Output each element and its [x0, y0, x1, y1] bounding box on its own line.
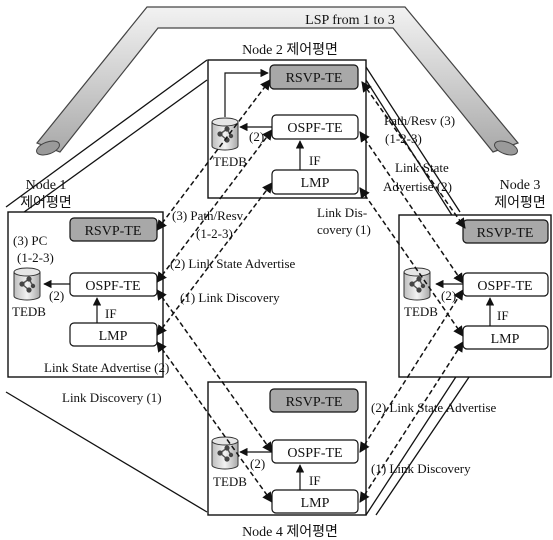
node-1-ospf-te-label: OSPF-TE [85, 279, 140, 294]
node-2: RSVP-TE OSPF-TE LMP TEDB (2) IF [207, 59, 367, 199]
node-4-ospf-te-label: OSPF-TE [287, 446, 342, 461]
node-1-if-label: IF [105, 306, 117, 321]
node-3-title-line1: Node 3 [500, 178, 541, 193]
lsp-pipe [36, 6, 520, 156]
node-1-pc-line1: (3) PC [13, 233, 47, 248]
node-1-rsvp-te-label: RSVP-TE [85, 224, 142, 239]
node-2-if-label: IF [309, 153, 321, 168]
label-lsa-mid: (2) Link State Advertise [170, 256, 296, 271]
label-path-resv-mid-1: (3) Path/Resv [172, 208, 244, 223]
node-2-tedb-icon [211, 117, 239, 151]
node-4-tedb-label: TEDB [213, 474, 247, 489]
node-4-rsvp-te-label: RSVP-TE [286, 395, 343, 410]
node-4-lmp-label: LMP [301, 496, 330, 511]
label-ld-mid: (1) Link Discovery [180, 290, 280, 305]
node-1-pc-line2: (1-2-3) [17, 250, 54, 265]
node-3-ospf-te-label: OSPF-TE [477, 279, 532, 294]
node-4-if-label: IF [309, 473, 321, 488]
lsp-label: LSP from 1 to 3 [305, 13, 395, 28]
annotations: Path/Resv (3) (1-2-3) Link State Adverti… [44, 113, 497, 476]
node-2-ospf-te-label: OSPF-TE [287, 121, 342, 136]
node-2-title: Node 2 제어평면 [242, 42, 338, 58]
node-1-lmp-label: LMP [99, 329, 128, 344]
node-1-tedb-label: TEDB [12, 304, 46, 319]
label-lsa-top-1: Link State [395, 160, 449, 175]
node-3-lmp-label: LMP [491, 332, 520, 347]
label-lsa-top-2: Advertise (2) [383, 179, 452, 194]
node-2-tedb-label: TEDB [213, 154, 247, 169]
node-3-step-2: (2) [441, 288, 456, 303]
node-2-rsvp-te-label: RSVP-TE [286, 71, 343, 86]
label-ld-top-2: covery (1) [317, 222, 371, 237]
node-4: RSVP-TE OSPF-TE LMP TEDB (2) IF [207, 381, 367, 516]
label-path-resv-mid-2: (1-2-3) [196, 226, 233, 241]
node-2-step-2: (2) [249, 129, 264, 144]
node-3-title-line2: 제어평면 [494, 195, 546, 211]
node-4-title: Node 4 제어평면 [242, 524, 338, 540]
signal-arrows [156, 79, 466, 503]
node-1: RSVP-TE OSPF-TE LMP TEDB (2) (3) PC (1-2… [7, 211, 164, 378]
node-4-step-2: (2) [250, 456, 265, 471]
node-2-rsvp-te[interactable] [269, 64, 359, 90]
node-2-lmp-label: LMP [301, 176, 330, 191]
label-ld-top-1: Link Dis- [317, 205, 367, 220]
label-ld-right: (1) Link Discovery [371, 461, 471, 476]
node-3-tedb-label: TEDB [404, 304, 438, 319]
node-3: RSVP-TE OSPF-TE LMP TEDB (2) IF [398, 214, 552, 378]
label-ld-left: Link Discovery (1) [62, 390, 162, 405]
node-1-tedb-icon [13, 267, 41, 301]
label-lsa-right: (2) Link State Advertise [371, 400, 497, 415]
node-4-tedb-icon [211, 436, 239, 470]
label-path-resv-top-1: Path/Resv (3) [384, 113, 455, 128]
node-1-title-line2: 제어평면 [20, 195, 72, 211]
node-1-title-line1: Node 1 [26, 178, 67, 193]
label-path-resv-top-2: (1-2-3) [385, 131, 422, 146]
node-1-step-2: (2) [49, 288, 64, 303]
node-3-if-label: IF [497, 308, 509, 323]
label-lsa-left: Link State Advertise (2) [44, 360, 169, 375]
node-3-rsvp-te-label: RSVP-TE [477, 226, 534, 241]
